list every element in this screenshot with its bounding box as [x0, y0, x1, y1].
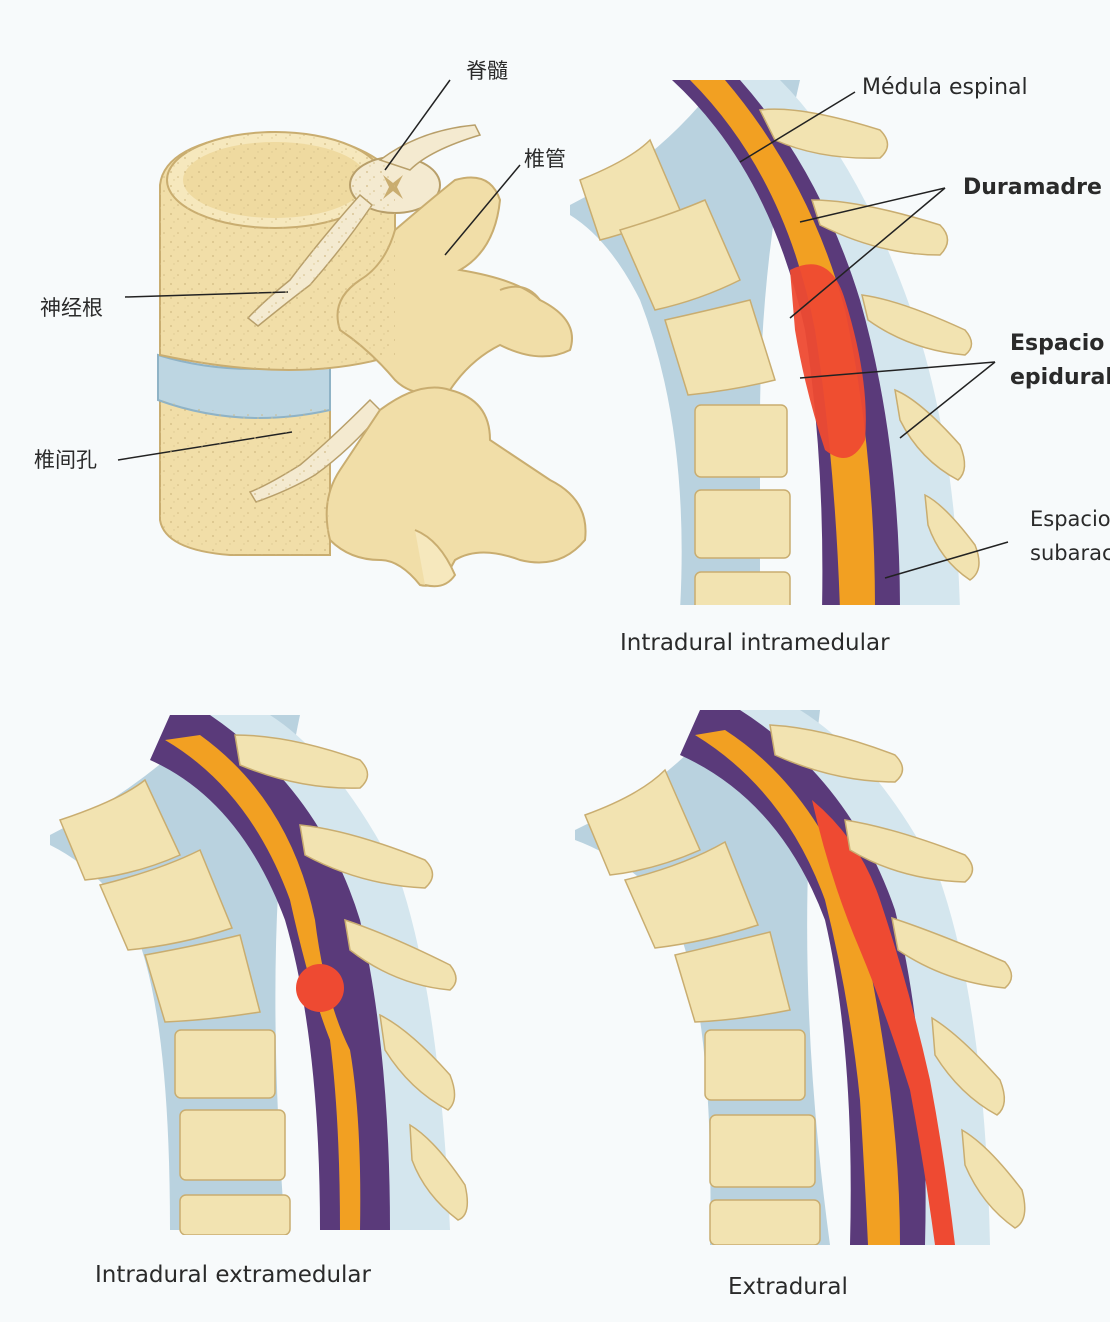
intramedullary-tumor	[790, 264, 866, 458]
caption-extradural: Extradural	[728, 1274, 848, 1300]
label-spinal-cord: 脊髓	[466, 59, 508, 83]
spinal-cord	[695, 730, 900, 1245]
extramedullary-tumor	[296, 964, 344, 1012]
spinous-processes	[769, 724, 1026, 1229]
label-espacio-epidural-1: Espacio	[1010, 331, 1104, 356]
panel-extramedullary	[50, 715, 469, 1235]
caption-intramedullary: Intradural intramedular	[620, 630, 890, 656]
spinous-processes	[234, 734, 469, 1221]
label-espacio-subaracnoideo-2: subaracnoideo	[1030, 541, 1110, 565]
panel-intramedullary	[570, 80, 980, 605]
extradural-tumor	[812, 800, 955, 1245]
label-espacio-epidural-2: epidural	[1010, 365, 1110, 390]
vertebral-bodies	[58, 778, 291, 1235]
spinous-processes	[758, 108, 980, 581]
label-nerve-root: 神经根	[40, 296, 103, 320]
label-intervertebral-foramen: 椎间孔	[34, 448, 97, 472]
label-duramadre: Duramadre	[963, 175, 1102, 200]
vertebral-bodies	[584, 768, 821, 1245]
label-espacio-subaracnoideo-1: Espacio	[1030, 507, 1110, 531]
vertebra-illustration: 脊髓 椎管 神经根 椎间孔	[34, 59, 587, 588]
csf-space	[700, 80, 960, 605]
label-medula-espinal: Médula espinal	[862, 75, 1028, 100]
label-spinal-canal: 椎管	[524, 147, 566, 171]
panel-extradural	[575, 710, 1026, 1245]
vertebral-bodies	[579, 138, 791, 605]
dura-mater	[150, 715, 390, 1230]
caption-extramedullary: Intradural extramedular	[95, 1262, 371, 1288]
